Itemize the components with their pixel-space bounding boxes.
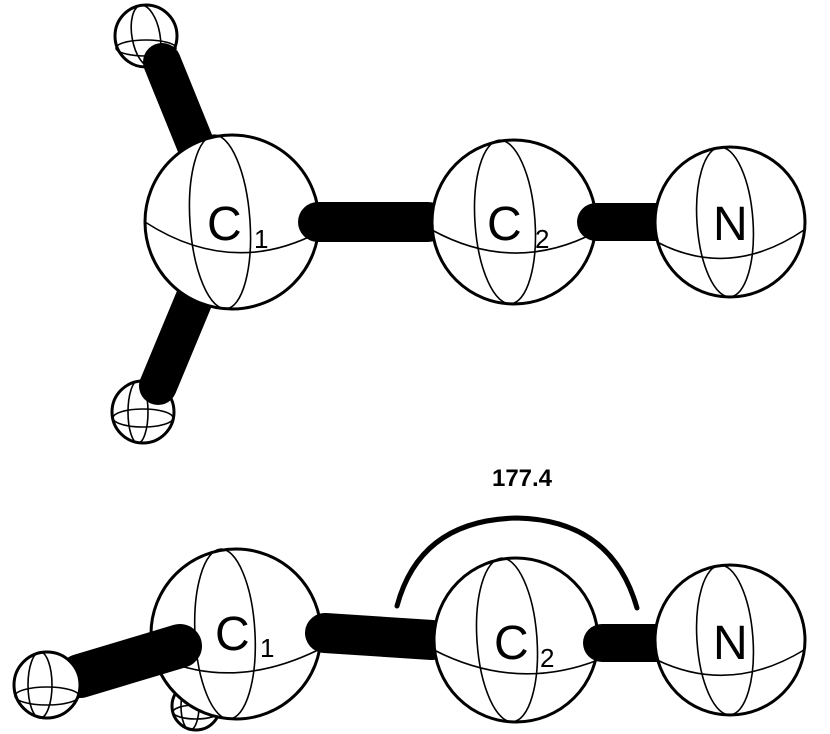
top-n-label: N (713, 198, 748, 251)
top-c1-subscript: 1 (254, 224, 268, 254)
side-n-label: N (713, 617, 748, 670)
side-c2-label: C (494, 617, 529, 670)
top-atom-n: N (653, 145, 807, 299)
side-atom-n: N (653, 563, 807, 717)
side-bond-c1-h (58, 624, 202, 698)
top-c2-subscript: 2 (535, 224, 549, 254)
side-c1-label: C (215, 608, 250, 661)
top-atom-c1: C 1 (143, 133, 321, 311)
top-atom-c2: C 2 (430, 138, 598, 306)
side-atom-c1: C 1 (149, 547, 323, 721)
side-hydrogen-left (12, 650, 82, 720)
bond-angle-arc (394, 515, 640, 611)
side-c2-subscript: 2 (540, 643, 554, 673)
side-view: 177.4 C 1 (12, 465, 807, 732)
top-c1-label: C (207, 198, 242, 251)
side-atom-c2: C 2 (432, 556, 600, 724)
side-c1-subscript: 1 (260, 633, 274, 663)
top-view: C 1 C 2 N (110, 3, 807, 445)
top-c2-label: C (487, 198, 522, 251)
side-bond-c1-c2 (305, 613, 452, 660)
bond-angle-label: 177.4 (492, 465, 553, 492)
top-bond-c1-h-lower (139, 266, 219, 405)
